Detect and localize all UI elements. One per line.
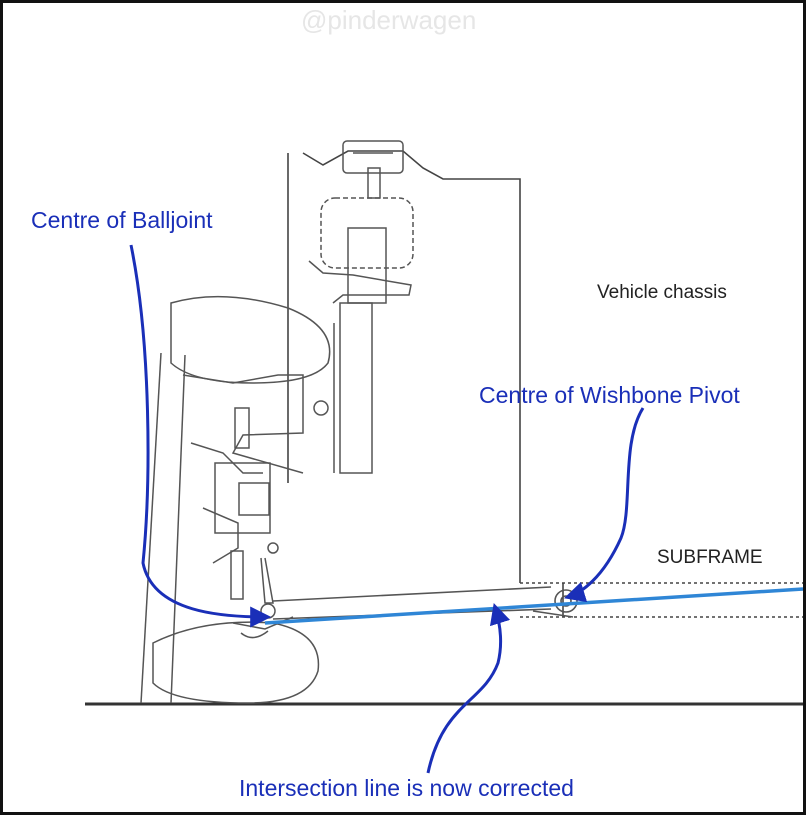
- watermark: @pinderwagen: [301, 5, 477, 35]
- pivot-label: Centre of Wishbone Pivot: [479, 382, 740, 408]
- balljoint-arrow: [129, 244, 272, 628]
- pivot-arrow: [563, 407, 645, 603]
- wheel-assembly: [140, 295, 331, 704]
- subframe-label: SUBFRAME: [657, 547, 763, 568]
- chassis-outline: [287, 150, 803, 618]
- intersection-arrow: [426, 602, 511, 774]
- intersection-label: Intersection line is now corrected: [239, 775, 574, 801]
- suspension-diagram: [85, 140, 803, 774]
- strut-assembly: [308, 140, 414, 474]
- balljoint-label: Centre of Balljoint: [31, 207, 213, 233]
- annotation-arrows: [129, 244, 645, 774]
- correction-line: [264, 587, 803, 625]
- chassis-label: Vehicle chassis: [597, 282, 727, 303]
